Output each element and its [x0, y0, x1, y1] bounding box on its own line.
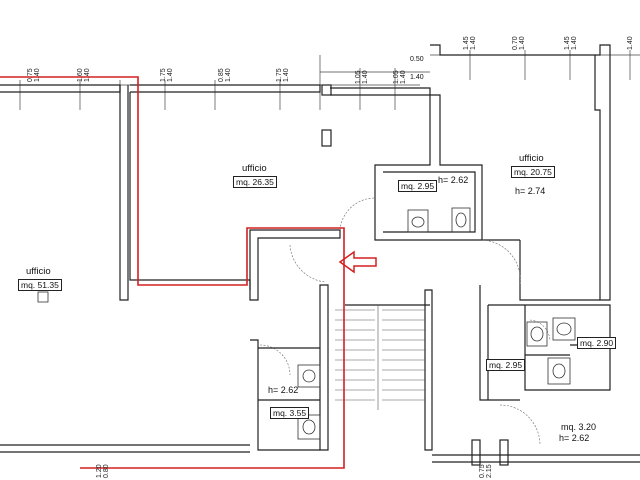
dim-top-5b: 1.40 — [283, 68, 290, 82]
wc-right-bottom-height: h= 2.62 — [559, 433, 590, 443]
wc-lower-left-height: h= 2.62 — [268, 385, 299, 395]
dim-top-1b: 1.40 — [34, 68, 41, 82]
highlight-boundary — [0, 76, 345, 469]
dim-top-horizontal-a: 0.50 — [410, 56, 424, 63]
dim-top-10b: 1.40 — [571, 36, 578, 50]
dim-bottom-1a: 1.20 — [96, 464, 103, 478]
room-name-office-left: ufficio — [26, 266, 51, 277]
dim-top-2b: 1.40 — [84, 68, 91, 82]
dim-top-5a: 1.75 — [276, 68, 283, 82]
dim-top-11a: 1.40 — [627, 36, 634, 50]
dim-top-8a: 1.45 — [463, 36, 470, 50]
wc-lower-left-area: mq. 3.55 — [270, 407, 310, 419]
sanitary-fixtures — [37, 207, 576, 440]
wc-upper-height: h= 2.62 — [438, 175, 469, 185]
dim-top-8b: 1.40 — [470, 36, 477, 50]
dim-top-9a: 0.70 — [512, 36, 519, 50]
dim-top-3b: 1.40 — [167, 68, 174, 82]
dim-top-4a: 0.85 — [218, 68, 225, 82]
door-swings — [259, 197, 551, 446]
dim-bottom-2b: 2.15 — [486, 464, 493, 478]
dim-top-4b: 1.40 — [225, 68, 232, 82]
dim-top-7a: 1.05 — [393, 70, 400, 84]
dim-top-6b: 1.40 — [362, 70, 369, 84]
dim-top-10a: 1.45 — [564, 36, 571, 50]
wc-upper-area: mq. 2.95 — [398, 180, 438, 192]
room-area-office-right: mq. 20.75 — [511, 166, 555, 178]
wc-right2-area: mq. 2.95 — [486, 359, 526, 371]
wc-right1-area: mq. 2.90 — [577, 337, 617, 349]
dim-bottom-1b: 0.80 — [103, 464, 110, 478]
dim-top-6a: 1.05 — [355, 70, 362, 84]
wc-right-bottom-area: mq. 3.20 — [561, 422, 597, 432]
entrance-arrow-icon — [338, 250, 377, 274]
room-area-office-left: mq. 51.35 — [18, 279, 62, 291]
room-name-office-center: ufficio — [242, 163, 267, 174]
stairs — [335, 305, 425, 410]
dim-top-7b: 1.40 — [400, 70, 407, 84]
dim-top-horizontal-b: 1.40 — [410, 74, 424, 81]
room-name-office-right: ufficio — [519, 153, 544, 164]
room-height-office-right: h= 2.74 — [515, 186, 546, 196]
dim-top-1a: 0.75 — [27, 68, 34, 82]
room-area-office-center: mq. 26.35 — [233, 176, 277, 188]
top-dimension-lines — [0, 50, 640, 110]
dim-top-9b: 1.40 — [519, 36, 526, 50]
dim-bottom-2a: 0.75 — [479, 464, 486, 478]
walls — [0, 44, 640, 466]
dim-top-2a: 1.60 — [77, 68, 84, 82]
dim-top-3a: 1.75 — [160, 68, 167, 82]
